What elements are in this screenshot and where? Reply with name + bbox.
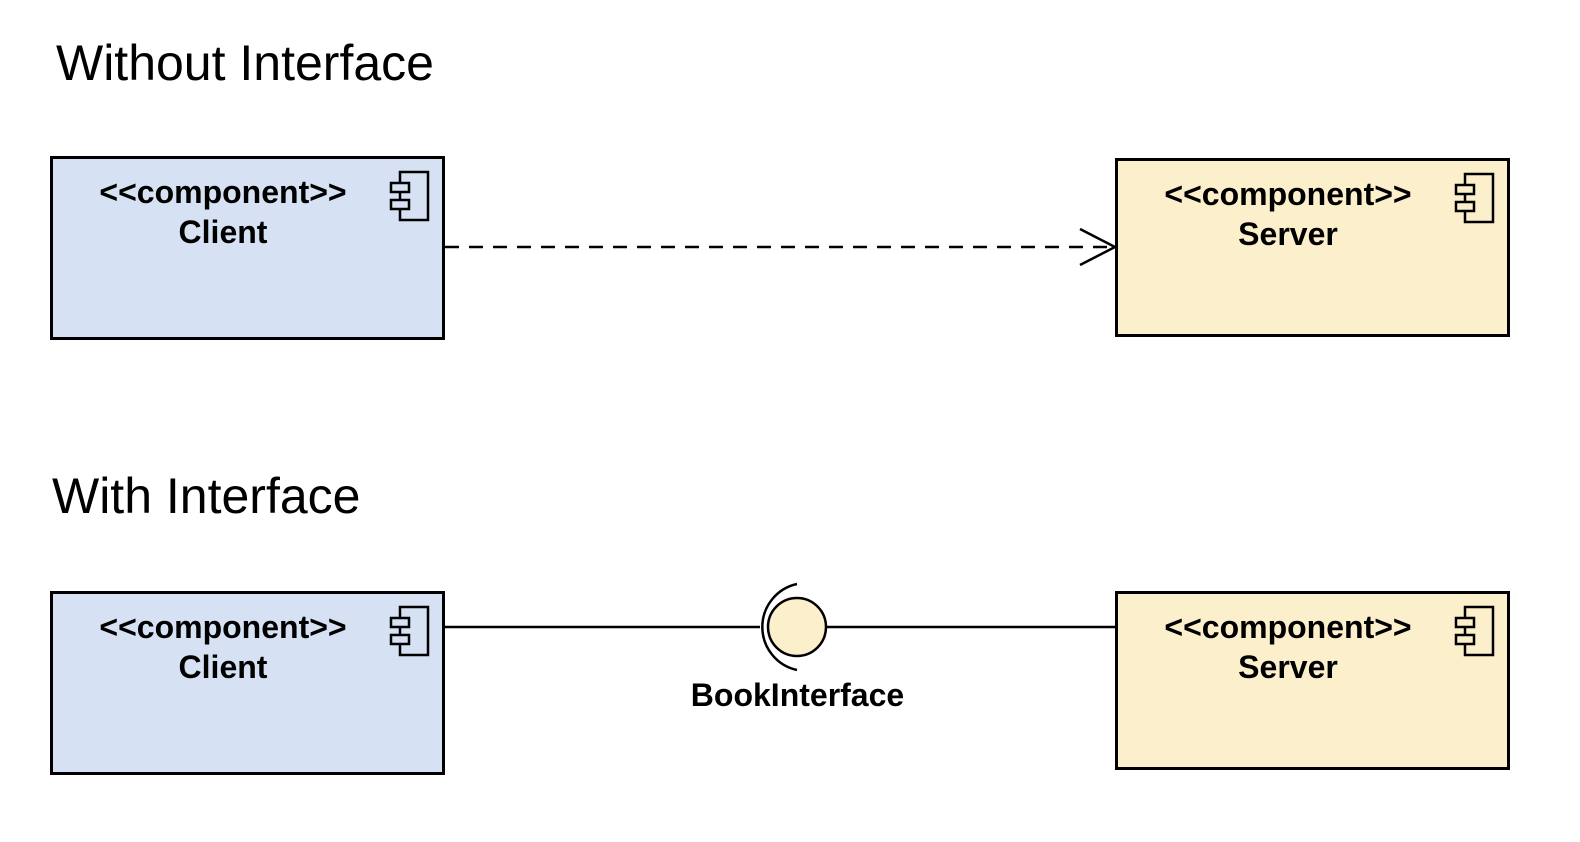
component-label: <<component>> Client [53, 607, 393, 687]
server-component-top[interactable]: <<component>> Server [1115, 158, 1510, 337]
component-label: <<component>> Server [1118, 607, 1458, 687]
client-component-top[interactable]: <<component>> Client [50, 156, 445, 340]
component-label: <<component>> Client [53, 172, 393, 252]
component-name: Client [178, 214, 268, 250]
provided-interface-lollipop[interactable] [766, 596, 828, 658]
component-stereotype: <<component>> [1164, 176, 1412, 212]
section-title-with-interface: With Interface [52, 468, 361, 524]
component-icon [1454, 172, 1495, 224]
component-icon [1454, 605, 1495, 657]
component-name: Client [178, 649, 268, 685]
server-component-bottom[interactable]: <<component>> Server [1115, 591, 1510, 770]
component-name: Server [1238, 649, 1338, 685]
component-icon [389, 605, 430, 657]
component-name: Server [1238, 216, 1338, 252]
component-stereotype: <<component>> [99, 609, 347, 645]
component-stereotype: <<component>> [1164, 609, 1412, 645]
section-title-without-interface: Without Interface [56, 35, 434, 91]
component-icon [389, 170, 430, 222]
client-component-bottom[interactable]: <<component>> Client [50, 591, 445, 775]
interface-label: BookInterface [690, 677, 905, 713]
required-interface-socket[interactable] [761, 582, 798, 672]
component-label: <<component>> Server [1118, 174, 1458, 254]
component-stereotype: <<component>> [99, 174, 347, 210]
